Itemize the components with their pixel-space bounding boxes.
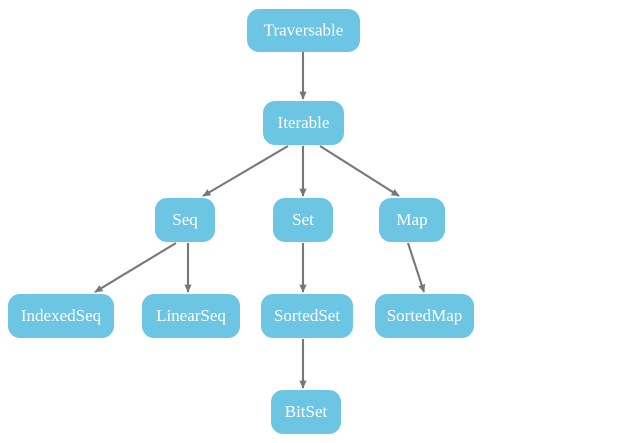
node-label-indexedseq: IndexedSeq: [21, 306, 102, 325]
node-set[interactable]: Set: [273, 198, 333, 242]
node-label-iterable: Iterable: [278, 113, 330, 132]
edge-iterable-map: [319, 145, 400, 197]
node-shape-bitset[interactable]: [271, 390, 341, 434]
node-shape-traversable[interactable]: [247, 9, 360, 52]
node-label-set: Set: [292, 210, 314, 229]
edges-layer: [94, 52, 426, 389]
node-linearseq[interactable]: LinearSeq: [142, 294, 240, 338]
node-label-linearseq: LinearSeq: [156, 306, 226, 325]
node-label-sortedset: SortedSet: [274, 306, 340, 325]
node-label-bitset: BitSet: [285, 402, 328, 421]
node-shape-set[interactable]: [273, 198, 333, 242]
node-shape-indexedseq[interactable]: [8, 294, 114, 338]
edge-map-sortedmap: [407, 242, 426, 293]
node-shape-linearseq[interactable]: [142, 294, 240, 338]
node-iterable[interactable]: Iterable: [263, 101, 344, 145]
node-label-traversable: Traversable: [264, 20, 344, 39]
node-label-seq: Seq: [172, 210, 198, 229]
edge-iterable-seq: [202, 145, 289, 197]
node-label-sortedmap: SortedMap: [387, 306, 463, 325]
node-shape-seq[interactable]: [155, 198, 215, 242]
node-seq[interactable]: Seq: [155, 198, 215, 242]
node-sortedmap[interactable]: SortedMap: [375, 294, 474, 338]
node-indexedseq[interactable]: IndexedSeq: [8, 294, 114, 338]
node-shape-sortedset[interactable]: [261, 294, 353, 338]
node-shape-sortedmap[interactable]: [375, 294, 474, 338]
edge-seq-indexedseq: [94, 242, 177, 293]
node-shape-map[interactable]: [379, 198, 445, 242]
node-label-map: Map: [396, 210, 427, 229]
node-bitset[interactable]: BitSet: [271, 390, 341, 434]
node-shape-iterable[interactable]: [263, 101, 344, 145]
node-traversable[interactable]: Traversable: [247, 9, 360, 52]
node-sortedset[interactable]: SortedSet: [261, 294, 353, 338]
node-map[interactable]: Map: [379, 198, 445, 242]
